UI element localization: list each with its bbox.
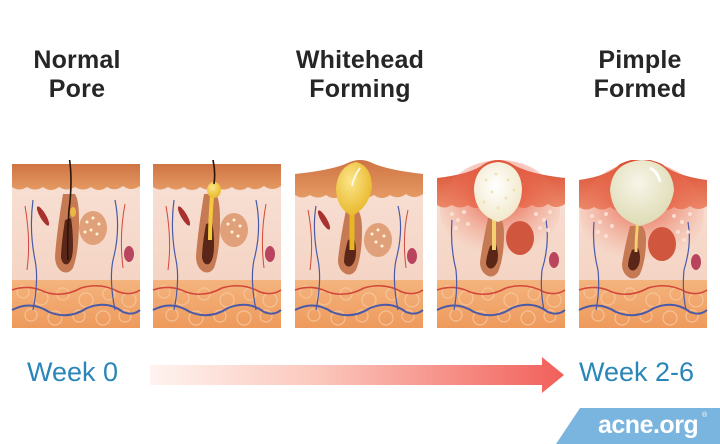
timeline-arrow-icon — [150, 357, 564, 393]
acne-org-logo-badge — [556, 408, 720, 444]
panel-sebum-buildup — [152, 160, 282, 330]
panel-normal-pore — [11, 160, 141, 330]
stage-title-line1: Pimple — [598, 46, 682, 74]
stage-title-line1: Normal — [33, 46, 121, 74]
stage-title-line2: Pore — [48, 75, 106, 103]
panel-whitehead-forming — [294, 160, 424, 330]
panel-pimple-formed — [578, 160, 708, 330]
panel-inflamed — [436, 160, 566, 330]
stage-title-whitehead-forming: Whitehead Forming — [260, 46, 460, 104]
stage-title-normal-pore: Normal Pore — [0, 46, 154, 104]
timeline-end-label: Week 2-6 — [579, 357, 695, 387]
stage-title-line1: Whitehead — [295, 46, 425, 74]
logo-text: acne.org — [598, 411, 699, 439]
registered-mark: ® — [702, 412, 708, 419]
stage-title-line2: Formed — [593, 75, 687, 103]
stage-title-pimple-formed: Pimple Formed — [560, 46, 720, 104]
timeline-start-label: Week 0 — [27, 357, 119, 387]
stage-title-line2: Forming — [309, 75, 411, 103]
